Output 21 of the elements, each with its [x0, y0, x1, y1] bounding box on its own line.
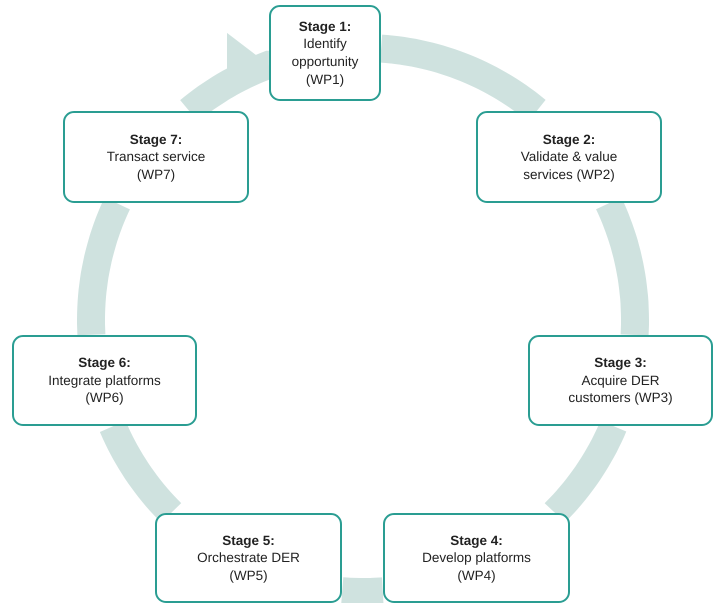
stage-description: Develop platforms (WP4)	[421, 549, 532, 584]
stage-heading: Stage 1:	[298, 18, 352, 36]
stage-description: Validate & value services (WP2)	[520, 148, 618, 184]
stage-heading: Stage 3:	[594, 354, 647, 372]
stage-description: Acquire DER customers (WP3)	[567, 372, 674, 407]
stage-description: Transact service (WP7)	[106, 148, 206, 184]
stage-heading: Stage 5:	[222, 532, 275, 550]
stage-box	[12, 335, 197, 426]
stage-box	[476, 111, 662, 203]
stage-heading: Stage 2:	[542, 130, 596, 148]
stage-box	[63, 111, 249, 203]
stage-box	[155, 513, 342, 603]
stage-description: Orchestrate DER (WP5)	[196, 549, 301, 584]
stage-heading: Stage 6:	[78, 354, 131, 372]
stage-box	[528, 335, 713, 426]
stage-description: Integrate platforms (WP6)	[47, 372, 162, 407]
stage-heading: Stage 4:	[450, 532, 503, 550]
stage-heading: Stage 7:	[130, 130, 182, 148]
stage-box	[269, 5, 381, 101]
stage-box	[383, 513, 570, 603]
stage-description: Identify opportunity (WP1)	[290, 35, 360, 88]
